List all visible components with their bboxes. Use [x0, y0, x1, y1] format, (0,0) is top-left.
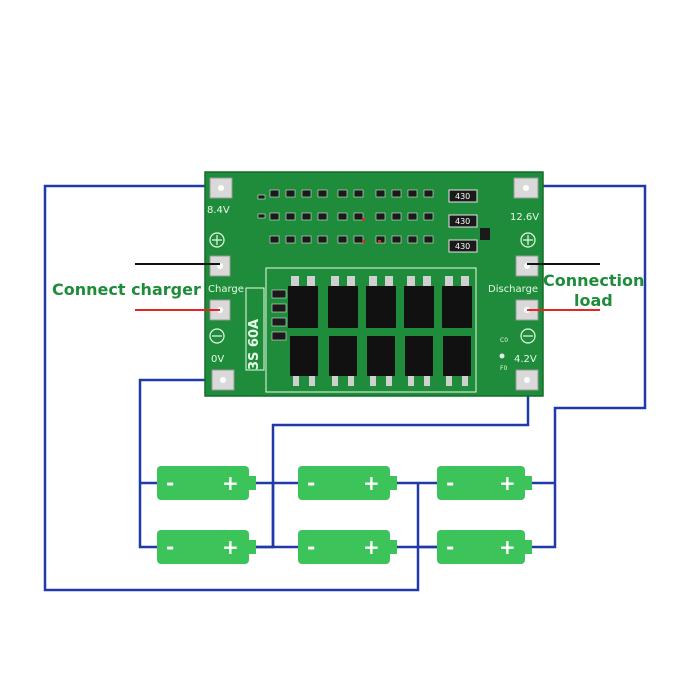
label-12v6: 12.6V — [510, 212, 539, 223]
minus-circle-icon — [520, 328, 536, 344]
label-charge: Charge — [208, 284, 244, 295]
charger-load-wires — [135, 263, 600, 311]
battery-minus-sign: - — [446, 471, 454, 495]
mosfets-top-row — [288, 276, 472, 328]
smd-red-marks — [362, 218, 381, 243]
battery-r1-3: - + — [437, 466, 532, 500]
mosfet — [329, 336, 357, 386]
resistor-3: 430 — [448, 239, 478, 253]
model-label: 3S 60A — [247, 319, 262, 370]
wire-4v2-to-middle — [255, 380, 530, 549]
mosfet — [443, 336, 471, 386]
mosfet — [328, 276, 358, 328]
battery-minus-sign: - — [166, 535, 174, 559]
battery-plus-sign: + — [363, 535, 380, 559]
label-discharge: Discharge — [488, 284, 538, 295]
mosfet — [366, 276, 396, 328]
mosfet — [405, 336, 433, 386]
via — [499, 353, 505, 359]
resistor-value: 430 — [455, 242, 470, 251]
minus-circle-icon — [209, 328, 225, 344]
pad-4v2 — [515, 369, 539, 391]
mosfet-area-outline — [265, 267, 477, 393]
small-chip-column — [271, 289, 287, 341]
pad-discharge-plus — [515, 255, 539, 277]
battery-r1-2: - + — [298, 466, 397, 500]
battery-minus-sign: - — [446, 535, 454, 559]
resistor-value: 430 — [455, 192, 470, 201]
mosfet — [442, 276, 472, 328]
mosfet — [367, 336, 395, 386]
battery-minus-sign: - — [166, 471, 174, 495]
battery-plus-sign: + — [222, 471, 239, 495]
pad-charge-plus — [209, 255, 231, 277]
battery-minus-sign: - — [307, 535, 315, 559]
label-4v2: 4.2V — [514, 354, 537, 365]
battery-r2-2: - + — [298, 530, 397, 564]
battery-r2-3: - + — [437, 530, 532, 564]
label-8v4: 8.4V — [207, 205, 230, 216]
smd-components — [257, 189, 434, 244]
blue-wires — [43, 184, 647, 592]
battery-bank: - + - + - + - + - + — [157, 466, 532, 564]
battery-r1-1: - + — [157, 466, 256, 500]
battery-r2-1: - + — [157, 530, 256, 564]
connect-charger-label: Connect charger — [52, 280, 201, 299]
resistor-1: 430 — [448, 189, 478, 203]
connection-label: Connection — [543, 271, 644, 290]
battery-minus-sign: - — [307, 471, 315, 495]
bms-board: 8.4V Charge 0V 12.6V — [204, 171, 544, 397]
battery-plus-sign: + — [363, 471, 380, 495]
wire-0v-to-left — [138, 378, 222, 549]
pad-8v4 — [209, 177, 233, 199]
smd-chip — [480, 228, 490, 240]
plus-circle-icon — [209, 232, 225, 248]
label-0v: 0V — [211, 354, 224, 365]
plus-circle-icon — [520, 232, 536, 248]
label-f0: F0 — [500, 365, 507, 372]
load-label: load — [574, 291, 613, 310]
mosfet — [404, 276, 434, 328]
pad-12v6 — [513, 177, 539, 199]
model-label-frame — [245, 287, 265, 371]
mosfets-bottom-row — [290, 336, 471, 386]
battery-plus-sign: + — [222, 535, 239, 559]
mosfet — [288, 276, 318, 328]
battery-plus-sign: + — [499, 471, 516, 495]
resistor-value: 430 — [455, 217, 470, 226]
resistor-2: 430 — [448, 214, 478, 228]
label-c0: C0 — [500, 337, 508, 344]
pad-0v — [211, 369, 235, 391]
mosfet — [290, 336, 318, 386]
wire-12v6-to-right — [528, 184, 647, 549]
battery-plus-sign: + — [499, 535, 516, 559]
